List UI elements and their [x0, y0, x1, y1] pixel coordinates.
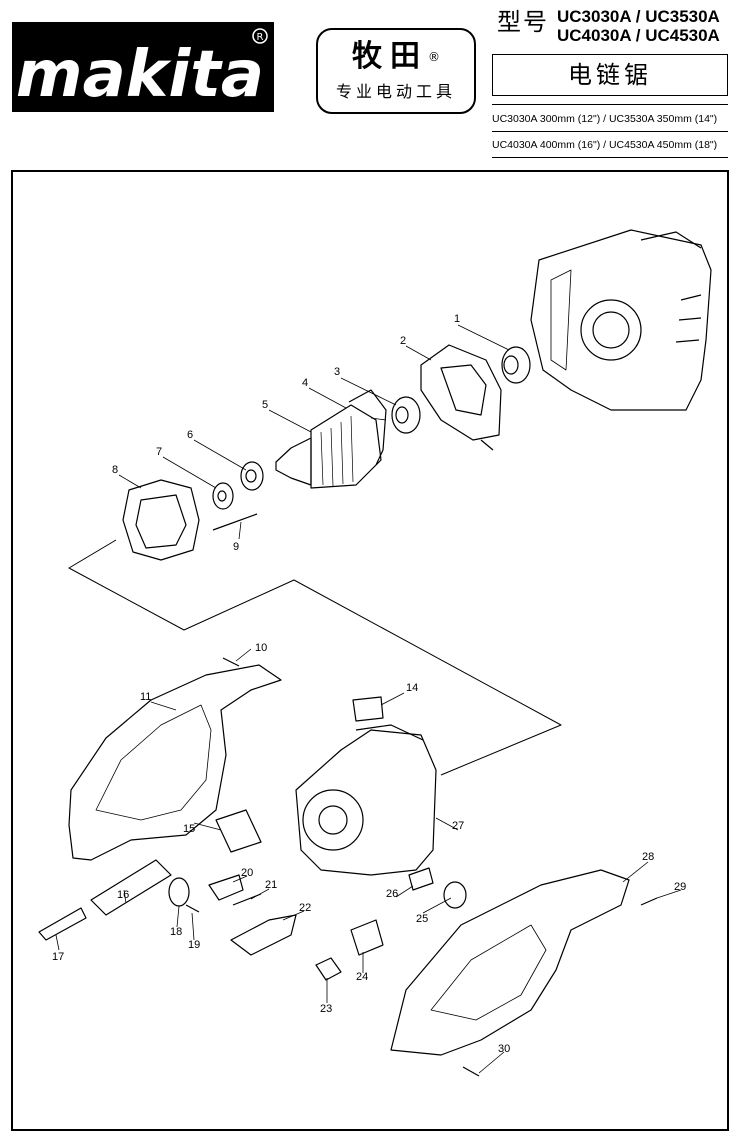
part-9-screw [212, 513, 258, 531]
part-24-switch [350, 919, 384, 956]
part-4-5-armature [275, 389, 387, 489]
part-27-motor-housing [295, 724, 437, 876]
callout-part-5: 5 [262, 399, 268, 411]
callout-part-6: 6 [187, 429, 193, 441]
part-22-lever [230, 914, 297, 956]
callout-part-29: 29 [674, 881, 686, 893]
spec-line-2: UC4030A 400mm (16") / UC4530A 450mm (18"… [492, 139, 718, 151]
spec-divider [492, 131, 728, 132]
model-label: 型号 [497, 8, 549, 36]
callout-part-28: 28 [642, 851, 654, 863]
callout-part-23: 23 [320, 1003, 332, 1015]
callout-part-10: 10 [255, 642, 267, 654]
part-30-screw [462, 1066, 480, 1077]
motor-housing-part [530, 229, 712, 411]
callout-part-30: 30 [498, 1043, 510, 1055]
spec-line-1: UC3030A 300mm (12") / UC3530A 350mm (14"… [492, 113, 718, 125]
part-28-rear-handle [390, 869, 630, 1056]
callout-part-2: 2 [400, 335, 406, 347]
callout-part-17: 17 [52, 951, 64, 963]
diagram-frame [11, 170, 729, 1131]
part-23-carbon-brush [315, 957, 342, 981]
callout-part-9: 9 [233, 541, 239, 553]
makita-logo: makita R [12, 22, 274, 112]
callout-part-20: 20 [241, 867, 253, 879]
model-row-2: UC4030A / UC4530A [557, 26, 720, 45]
part-16-grip [90, 859, 172, 916]
callout-part-19: 19 [188, 939, 200, 951]
callout-part-16: 16 [117, 889, 129, 901]
callout-part-8: 8 [112, 464, 118, 476]
callout-numbers: 1234567891011141516171819202122232425262… [52, 313, 686, 1055]
callout-part-11: 11 [140, 691, 151, 703]
part-6-bearing [240, 461, 264, 491]
svg-text:R: R [257, 32, 264, 43]
callout-part-27: 27 [452, 820, 464, 832]
part-11-handle-housing [68, 664, 282, 861]
registered-mark: ® [428, 50, 440, 64]
logo-wordmark: makita [16, 38, 264, 112]
part-26-brush-holder [408, 867, 434, 891]
part-15-filter [215, 809, 262, 853]
callout-part-3: 3 [334, 366, 340, 378]
callout-part-22: 22 [299, 902, 311, 914]
part-29-screw [640, 897, 658, 906]
part-25-brush-cap [443, 881, 467, 909]
callout-part-1: 1 [454, 313, 460, 325]
part-8-field [122, 479, 200, 561]
callout-part-15: 15 [183, 823, 195, 835]
callout-part-14: 14 [406, 682, 418, 694]
cn-brand-name-text: 牧田 [352, 39, 428, 74]
part-10-screw [222, 657, 240, 667]
callout-part-21: 21 [265, 879, 277, 891]
part-19-screw [185, 904, 200, 913]
callout-part-18: 18 [170, 926, 182, 938]
part-2-baffle [420, 344, 502, 451]
product-title: 电链锯 [492, 54, 728, 96]
callout-part-7: 7 [156, 446, 162, 458]
part-18-cap [168, 877, 190, 907]
cn-brand-tagline: 专业电动工具 [335, 82, 456, 101]
model-row-1: UC3030A / UC3530A [557, 7, 720, 26]
assembly-guide-line [68, 539, 562, 776]
cn-brand-badge: 牧田® 专业电动工具 [316, 28, 476, 114]
callout-part-4: 4 [302, 377, 308, 389]
cn-brand-name: 牧田® [318, 40, 474, 74]
callout-part-25: 25 [416, 913, 428, 925]
part-3-bearing [391, 396, 421, 434]
part-17-cord [38, 907, 87, 941]
part-1-bearing [501, 346, 531, 384]
makita-logo-graphic: makita R [12, 22, 274, 112]
callout-leaders [55, 324, 682, 1074]
part-7-bearing [212, 482, 234, 510]
spec-divider [492, 104, 728, 105]
exploded-parts-diagram: 1234567891011141516171819202122232425262… [38, 229, 712, 1077]
spec-divider [492, 157, 728, 158]
part-20-pin [208, 874, 244, 901]
callout-part-26: 26 [386, 888, 398, 900]
callout-part-24: 24 [356, 971, 368, 983]
part-14-switch [352, 696, 384, 722]
